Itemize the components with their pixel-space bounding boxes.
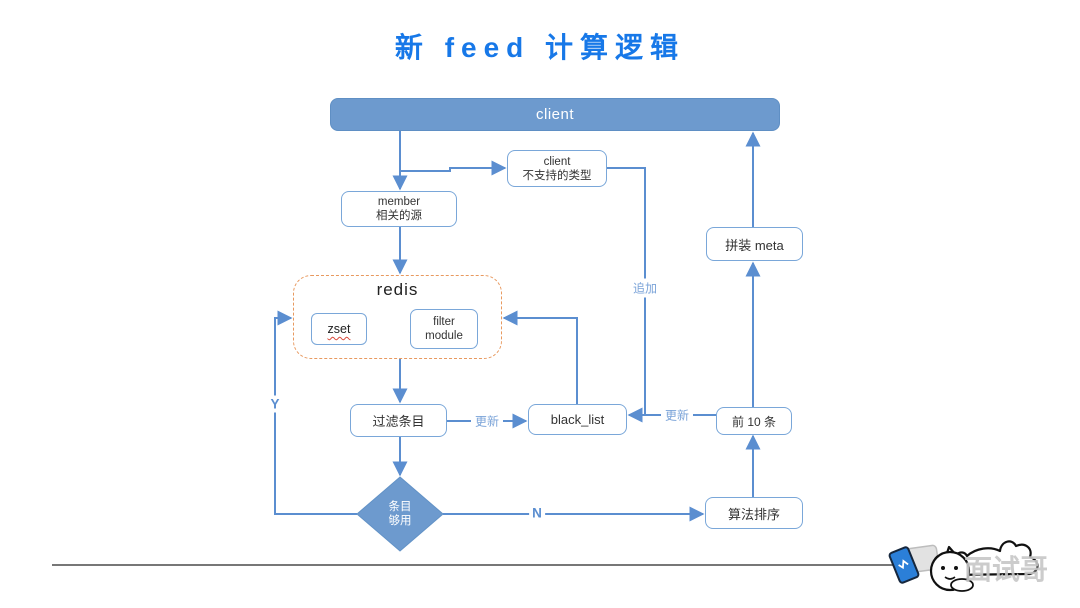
node-client-label: client <box>535 106 575 123</box>
node-assemble-meta-label: 拼装 meta <box>725 237 784 253</box>
node-filter-module-line2: module <box>425 330 463 342</box>
decision-label-line1: 条目 <box>388 501 412 513</box>
node-top-10: 前 10 条 <box>716 407 792 435</box>
node-algorithm-sort-label: 算法排序 <box>727 506 780 522</box>
decision-label-line2: 够用 <box>388 515 412 527</box>
edge-blacklist-to-redis <box>502 310 578 404</box>
node-black-list-label: black_list <box>550 412 605 427</box>
node-client-unsupported: client 不支持的类型 <box>507 150 607 187</box>
edge-label-update-right: 更新 <box>660 405 694 425</box>
node-zset-label: zset <box>327 322 351 336</box>
decision-diamond <box>356 476 444 552</box>
node-zset: zset <box>311 313 367 345</box>
watermark-logo: 面试哥 <box>888 540 1048 592</box>
phone-icon <box>888 546 920 584</box>
node-member-source-line2: 相关的源 <box>376 210 422 222</box>
node-top-10-label: 前 10 条 <box>731 414 777 429</box>
node-filter-module: filter module <box>410 309 478 349</box>
node-client-unsupported-line2: 不支持的类型 <box>522 169 592 182</box>
edge-client-to-unsupported <box>400 160 507 176</box>
node-filter-entries-label: 过滤条目 <box>372 414 425 429</box>
group-redis-title: redis <box>376 280 419 299</box>
node-member-source: member 相关的源 <box>341 191 457 227</box>
decision-label: 条目 够用 <box>362 500 438 528</box>
node-algorithm-sort: 算法排序 <box>705 497 803 529</box>
page-title: 新 feed 计算逻辑 <box>394 32 686 63</box>
edge-unsupported-append-down <box>607 167 646 415</box>
watermark-text: 面试哥 <box>964 554 1048 585</box>
edge-label-yes: Y <box>267 395 283 413</box>
node-filter-module-line1: filter <box>433 316 455 328</box>
edge-decision-yes-to-redis <box>274 310 357 515</box>
node-member-source-line1: member <box>377 196 421 208</box>
node-client-unsupported-line1: client <box>543 155 571 168</box>
node-client: client <box>330 98 780 131</box>
node-black-list: black_list <box>528 404 627 435</box>
edge-label-update-left: 更新 <box>470 411 504 431</box>
node-filter-entries: 过滤条目 <box>350 404 447 437</box>
edge-label-append: 追加 <box>628 278 662 298</box>
node-assemble-meta: 拼装 meta <box>706 227 803 261</box>
cat-mascot-icon <box>929 540 1039 592</box>
edge-label-no: N <box>529 504 545 522</box>
